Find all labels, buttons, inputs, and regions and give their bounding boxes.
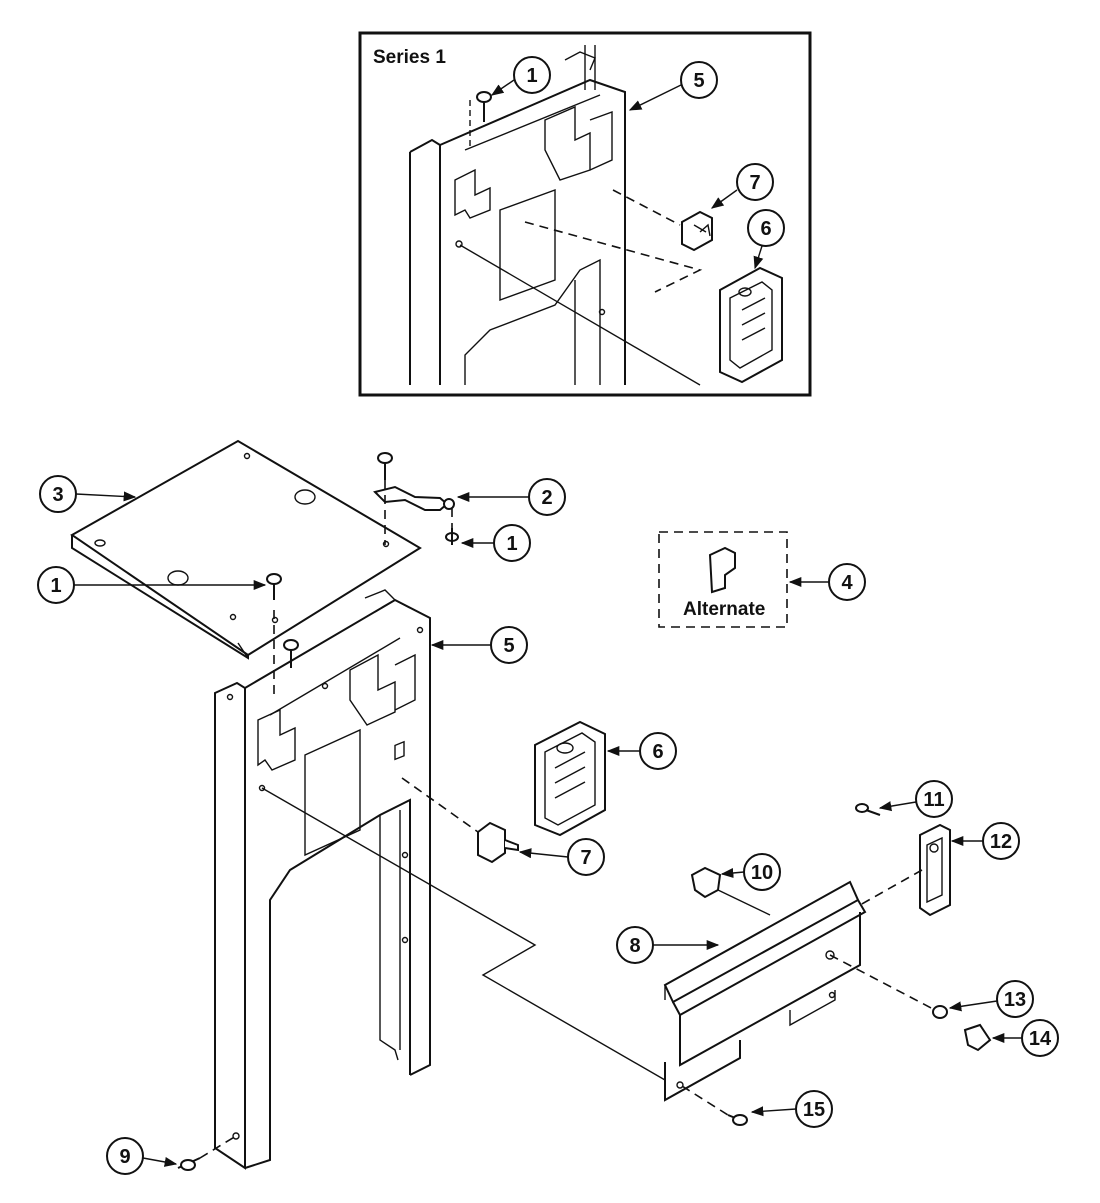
alternate-label: Alternate	[683, 599, 765, 620]
clip-part-10	[690, 866, 722, 899]
callout-11: 11	[878, 780, 953, 818]
callout-6: 6	[606, 732, 677, 770]
inset-screw-part-1	[476, 91, 492, 122]
callout-7: 7	[518, 838, 605, 876]
svg-text:12: 12	[990, 831, 1012, 853]
svg-text:8: 8	[629, 935, 640, 957]
svg-text:1: 1	[50, 575, 61, 597]
screw-part-11	[855, 803, 881, 816]
switch-part-7	[477, 821, 519, 864]
series-1-inset: Series 1	[358, 31, 812, 397]
svg-text:6: 6	[760, 218, 771, 240]
svg-text:14: 14	[1029, 1028, 1052, 1050]
panel-bracket-part-8	[663, 880, 867, 1102]
svg-text:10: 10	[751, 862, 773, 884]
callout-2: 2	[456, 478, 566, 516]
svg-text:6: 6	[652, 741, 663, 763]
inset-receptacle-part-6	[719, 266, 783, 384]
callout-5: 5	[430, 626, 528, 664]
svg-text:5: 5	[503, 635, 514, 657]
inset-callout-1: 1	[490, 56, 551, 96]
frame-part-5	[214, 589, 431, 1170]
svg-text:1: 1	[526, 65, 537, 87]
knob-part-14	[963, 1023, 992, 1052]
callout-13: 13	[948, 980, 1034, 1018]
inset-switch-part-7	[681, 210, 713, 252]
nut-part-13	[932, 1005, 948, 1019]
screw-frame-top	[273, 610, 299, 700]
alternate-box	[658, 531, 788, 628]
alternate-part-4: Alternate	[658, 531, 788, 628]
screw-part-1b	[266, 573, 282, 600]
screw-top-bracket	[377, 452, 393, 545]
svg-text:11: 11	[923, 789, 944, 811]
callout-8: 8	[616, 926, 720, 964]
svg-text:4: 4	[841, 572, 853, 594]
end-bracket-part-12	[919, 823, 951, 917]
callout-1a: 1	[460, 524, 531, 562]
svg-text:7: 7	[749, 172, 760, 194]
callout-15: 15	[750, 1090, 833, 1128]
svg-text:1: 1	[506, 533, 517, 555]
svg-text:2: 2	[541, 487, 552, 509]
callout-10: 10	[720, 853, 781, 891]
inset-callout-7: 7	[710, 163, 774, 209]
svg-text:5: 5	[693, 70, 704, 92]
svg-text:3: 3	[52, 484, 63, 506]
callout-9: 9	[106, 1137, 178, 1175]
screw-part-15	[727, 1114, 748, 1126]
screw-part-1a	[445, 508, 459, 545]
inset-frame-part-5	[409, 45, 626, 385]
bracket-part-2	[373, 485, 455, 511]
top-cover-part-3	[70, 439, 422, 660]
inset-callout-6: 6	[747, 209, 785, 270]
callout-1b: 1	[37, 566, 267, 604]
inset-title: Series 1	[373, 47, 446, 68]
callout-14: 14	[991, 1019, 1059, 1057]
inset-frame	[358, 31, 812, 397]
callout-12: 12	[950, 822, 1020, 860]
svg-text:13: 13	[1004, 989, 1026, 1011]
callout-4: 4	[788, 563, 866, 601]
svg-text:9: 9	[119, 1146, 130, 1168]
svg-text:15: 15	[803, 1099, 825, 1121]
svg-text:7: 7	[580, 847, 591, 869]
receptacle-part-6	[534, 720, 606, 837]
screw-part-9	[177, 1157, 201, 1171]
inset-callout-5: 5	[628, 61, 718, 111]
callout-3: 3	[39, 475, 137, 513]
